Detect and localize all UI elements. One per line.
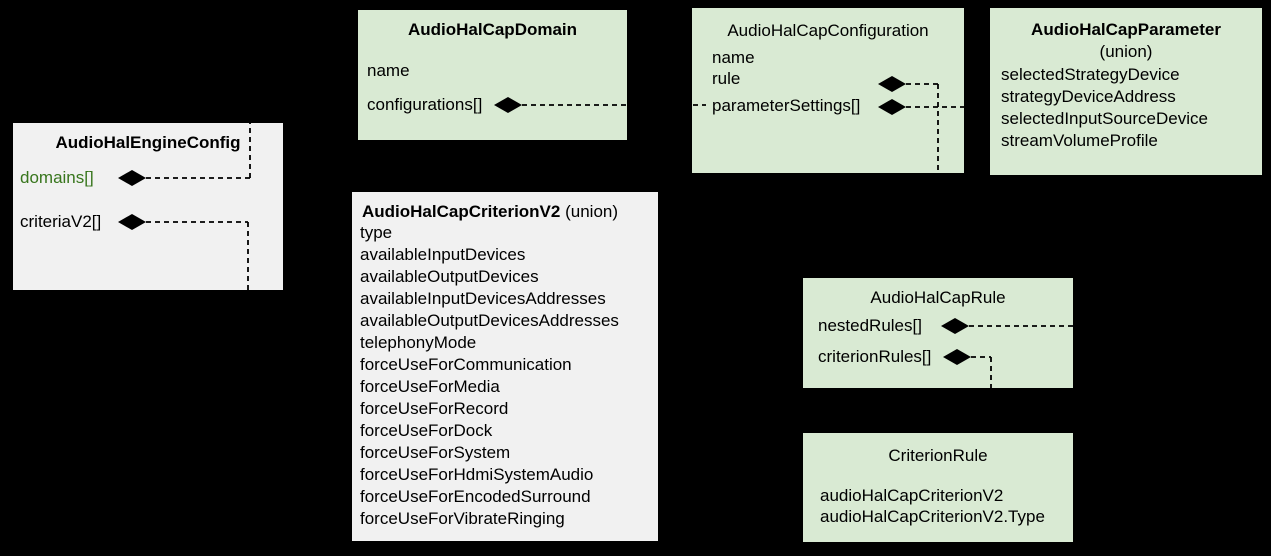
node-title: AudioHalCapDomain bbox=[407, 20, 578, 39]
field-name: name bbox=[367, 61, 410, 80]
field-selectedInputSourceDevice: selectedInputSourceDevice bbox=[1001, 109, 1208, 128]
field-audioHalCapCriterionV2: audioHalCapCriterionV2 bbox=[820, 486, 1004, 505]
node-criterion-rule: CriterionRule audioHalCapCriterionV2 aud… bbox=[803, 433, 1073, 542]
node-audio-hal-engine-config: AudioHalEngineConfig domains[] criteriaV… bbox=[13, 123, 283, 290]
field-availableOutputDevices: availableOutputDevices bbox=[360, 267, 539, 286]
field-type: type bbox=[360, 223, 393, 242]
field-streamVolumeProfile: streamVolumeProfile bbox=[1001, 131, 1158, 150]
field-selectedStrategyDevice: selectedStrategyDevice bbox=[1001, 65, 1180, 84]
field-forceUseForRecord: forceUseForRecord bbox=[360, 399, 509, 418]
field-strategyDeviceAddress: strategyDeviceAddress bbox=[1001, 87, 1176, 106]
node-audio-hal-cap-rule: AudioHalCapRule nestedRules[] criterionR… bbox=[803, 278, 1073, 388]
field-audioHalCapCriterionV2-Type: audioHalCapCriterionV2.Type bbox=[820, 507, 1045, 526]
field-criteriaV2: criteriaV2[] bbox=[20, 212, 102, 231]
field-telephonyMode: telephonyMode bbox=[360, 333, 477, 352]
field-availableOutputDevicesAddresses: availableOutputDevicesAddresses bbox=[360, 311, 619, 330]
node-subtitle-union: (union) bbox=[565, 202, 619, 221]
field-forceUseForCommunication: forceUseForCommunication bbox=[360, 355, 572, 374]
field-forceUseForSystem: forceUseForSystem bbox=[360, 443, 511, 462]
node-title: AudioHalCapParameter bbox=[1031, 20, 1221, 39]
node-audio-hal-cap-parameter: AudioHalCapParameter (union) selectedStr… bbox=[990, 8, 1262, 175]
node-audio-hal-cap-criterion-v2: AudioHalCapCriterionV2 (union) type avai… bbox=[352, 192, 658, 541]
field-criterionRules: criterionRules[] bbox=[818, 347, 932, 366]
field-nestedRules: nestedRules[] bbox=[818, 316, 922, 335]
node-subtitle-union: (union) bbox=[1099, 42, 1153, 61]
node-title: AudioHalEngineConfig bbox=[55, 133, 241, 152]
field-domains: domains[] bbox=[20, 168, 94, 187]
node-title-text: AudioHalCapCriterionV2 bbox=[362, 202, 561, 221]
field-availableInputDevicesAddresses: availableInputDevicesAddresses bbox=[360, 289, 606, 308]
node-title: AudioHalCapCriterionV2 (union) bbox=[362, 201, 618, 223]
field-forceUseForHdmiSystemAudio: forceUseForHdmiSystemAudio bbox=[360, 465, 594, 484]
node-audio-hal-cap-domain: AudioHalCapDomain name configurations[] bbox=[358, 10, 627, 140]
field-forceUseForMedia: forceUseForMedia bbox=[360, 377, 500, 396]
field-availableInputDevices: availableInputDevices bbox=[360, 245, 526, 264]
field-rule: rule bbox=[712, 69, 741, 88]
node-title: CriterionRule bbox=[888, 446, 988, 465]
node-title: AudioHalCapRule bbox=[870, 288, 1006, 307]
field-forceUseForEncodedSurround: forceUseForEncodedSurround bbox=[360, 487, 591, 506]
node-audio-hal-cap-configuration: AudioHalCapConfiguration name rule param… bbox=[692, 8, 964, 173]
field-forceUseForVibrateRinging: forceUseForVibrateRinging bbox=[360, 509, 565, 528]
field-parameterSettings: parameterSettings[] bbox=[712, 96, 861, 115]
node-title: AudioHalCapConfiguration bbox=[727, 21, 929, 40]
field-configurations: configurations[] bbox=[367, 95, 483, 114]
field-name: name bbox=[712, 48, 755, 67]
field-forceUseForDock: forceUseForDock bbox=[360, 421, 493, 440]
